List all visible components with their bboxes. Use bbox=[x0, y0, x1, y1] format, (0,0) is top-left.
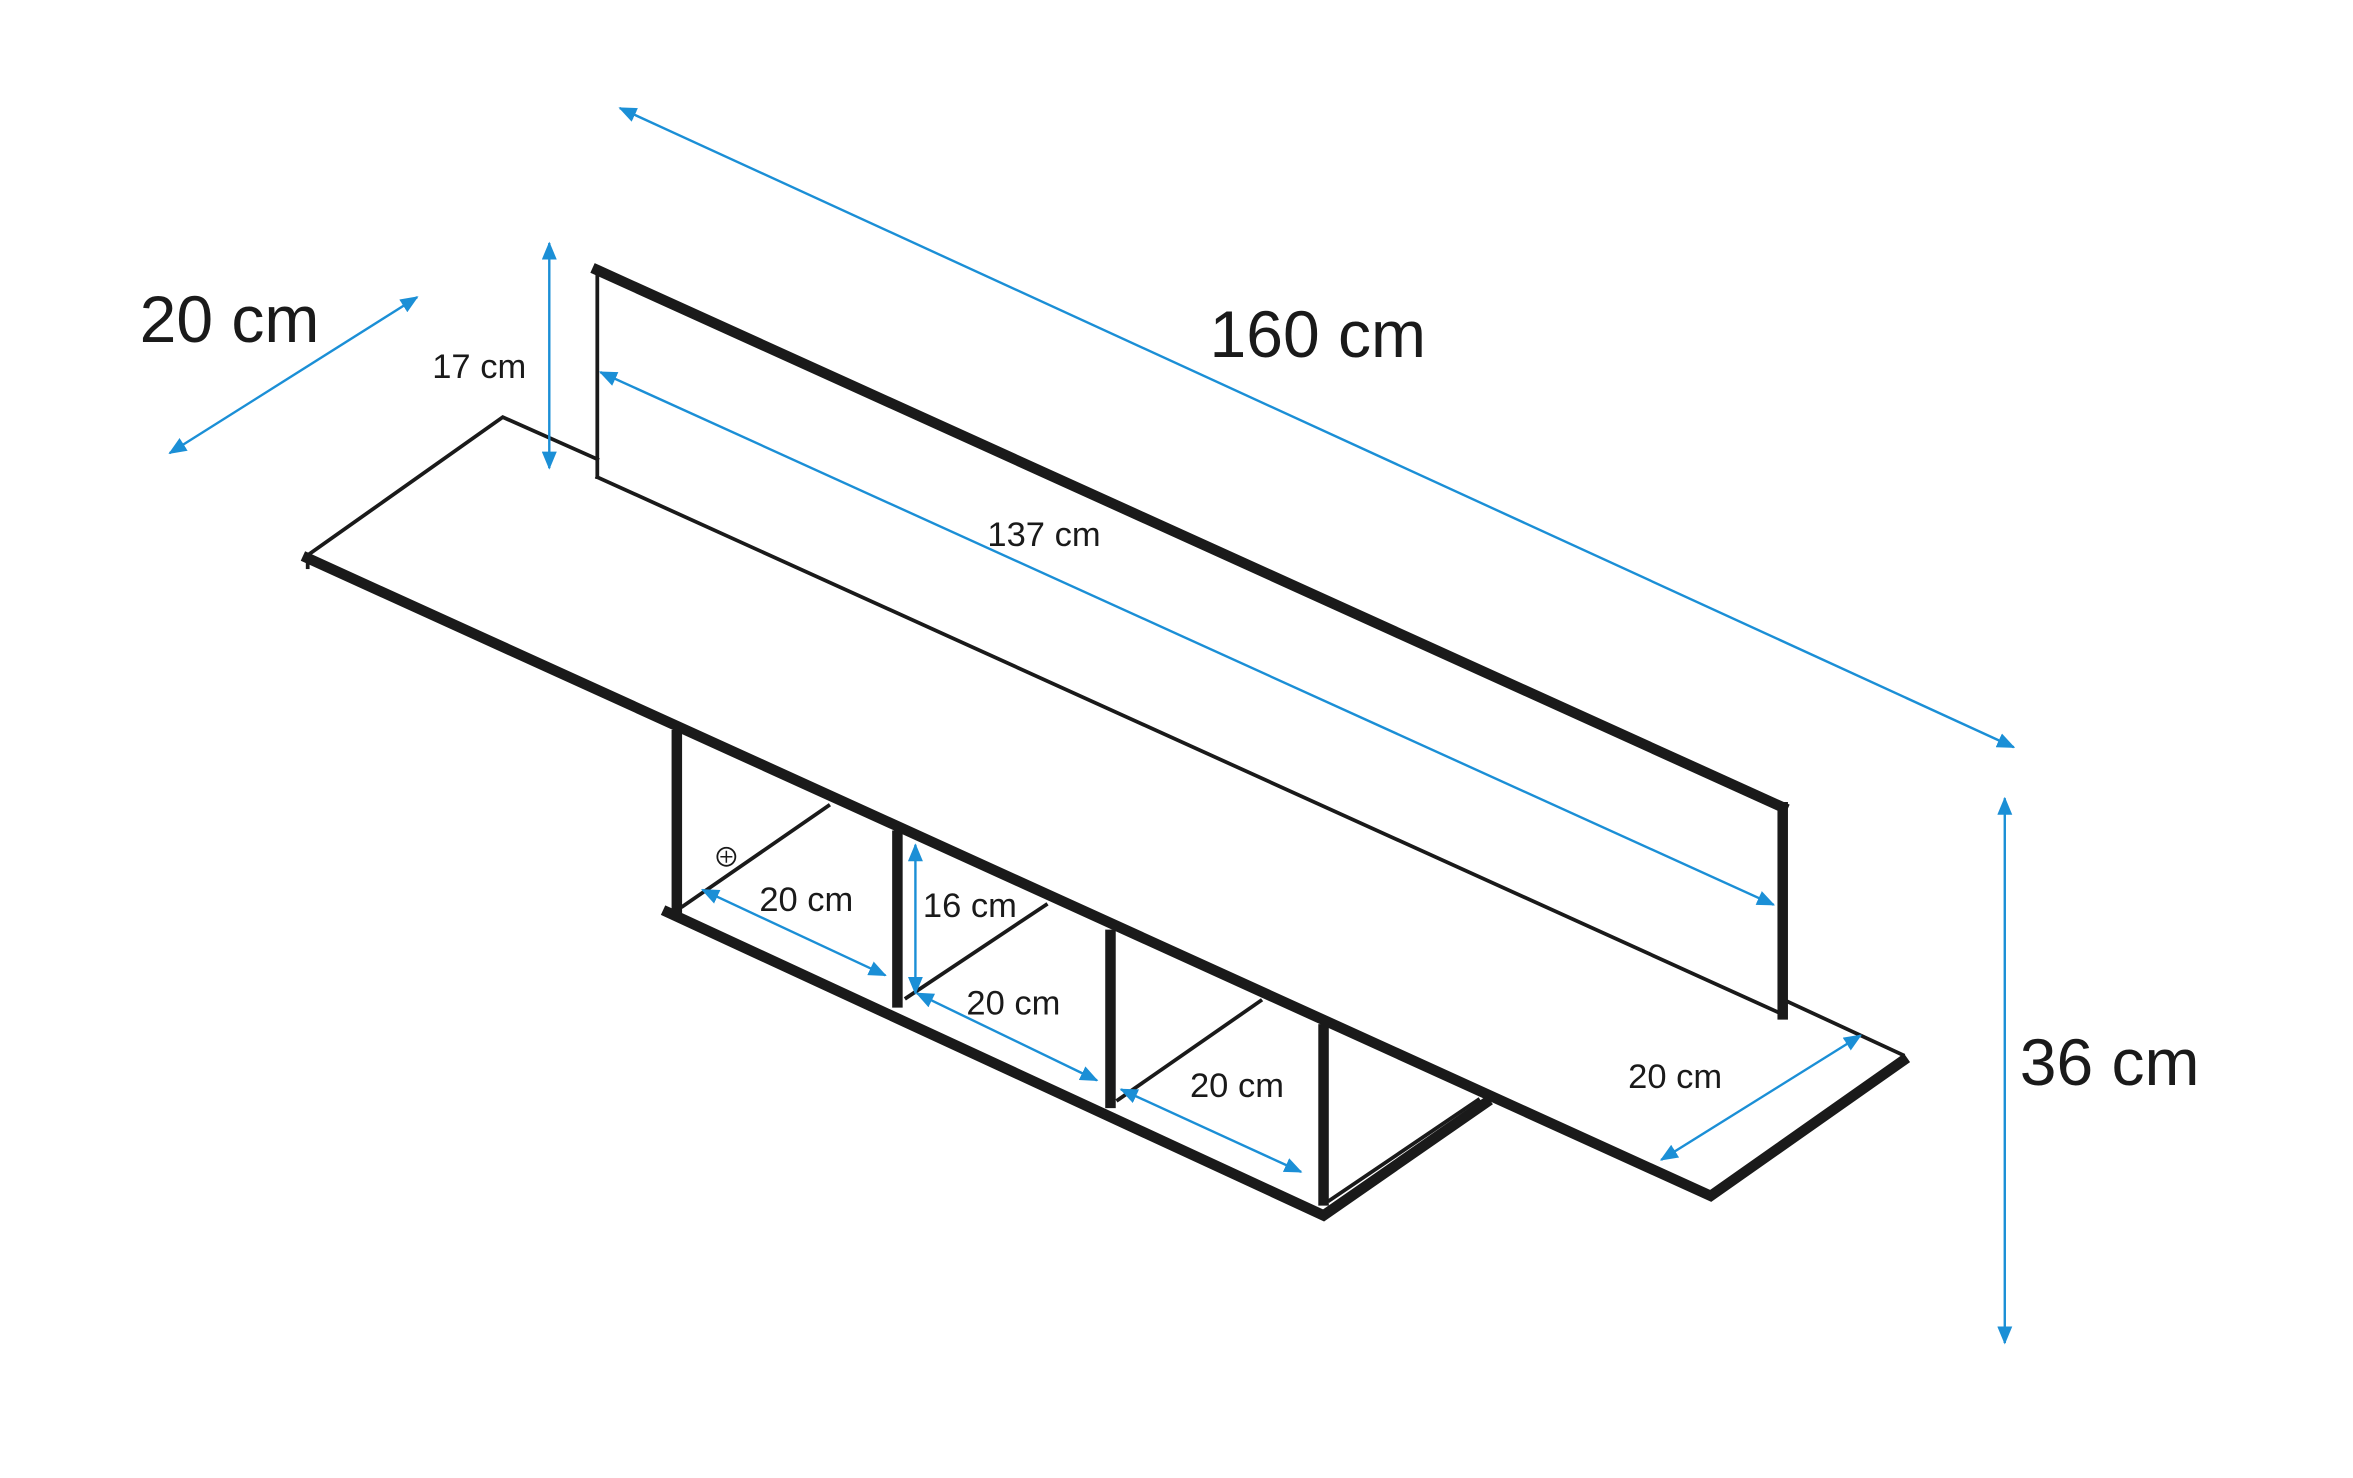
label-comp1: 20 cm bbox=[759, 881, 853, 919]
label-comp2: 20 cm bbox=[966, 984, 1060, 1022]
label-comp-height: 16 cm bbox=[923, 887, 1017, 925]
dim-right-depth bbox=[1659, 1034, 1863, 1161]
dim-total-width bbox=[618, 106, 2016, 749]
dim-comp2 bbox=[915, 992, 1099, 1082]
label-total-height: 36 cm bbox=[2020, 1025, 2200, 1099]
label-right-depth: 20 cm bbox=[1628, 1058, 1722, 1096]
label-back-width: 137 cm bbox=[987, 516, 1100, 554]
dim-comp1 bbox=[700, 888, 887, 977]
label-comp3: 20 cm bbox=[1190, 1067, 1284, 1105]
dim-back-width bbox=[598, 371, 1776, 906]
screw-icon bbox=[716, 846, 737, 867]
lower-compartments bbox=[660, 729, 1493, 1222]
label-depth: 20 cm bbox=[140, 282, 320, 356]
dim-depth bbox=[168, 296, 419, 455]
label-back-height: 17 cm bbox=[432, 348, 526, 386]
label-total-width: 160 cm bbox=[1210, 297, 1427, 371]
dim-comp3 bbox=[1119, 1088, 1303, 1173]
dimension-lines bbox=[168, 106, 2016, 1345]
